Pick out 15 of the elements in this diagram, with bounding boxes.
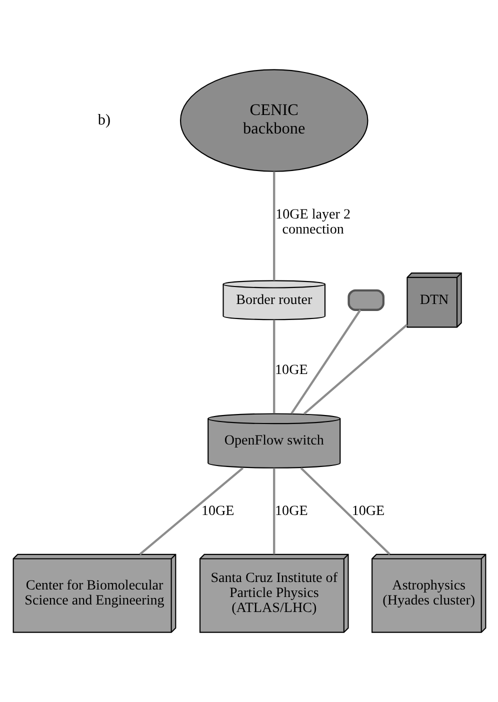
connector [302,324,408,415]
edge-label: 10GE [274,502,308,519]
node-ellipse: CENIC backbone [179,69,368,172]
connector [272,320,275,414]
connector [138,467,244,556]
node-box [347,289,384,311]
edge-label: 10GE [351,502,384,519]
edge-label: 10GE layer 2 connection [275,206,350,238]
connector [272,172,275,280]
connector [272,468,275,554]
label: b) [97,112,110,129]
edge-label: 10GE [200,502,234,519]
connector [300,467,390,556]
connector [290,309,361,414]
edge-label: 10GE [274,362,308,378]
